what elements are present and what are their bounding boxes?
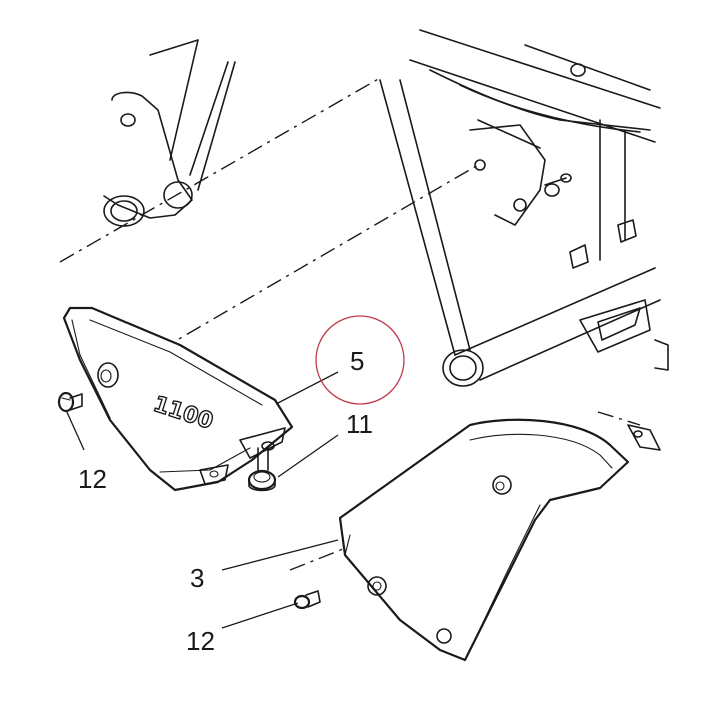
frame-assembly-right (379, 29, 669, 451)
callout-12-left: 12 (78, 464, 107, 494)
highlight-circle (315, 315, 405, 405)
side-cover-right-part-3 (338, 418, 630, 662)
stud-lower-2 (617, 219, 637, 243)
frame-tube-left (103, 39, 236, 227)
screw-part-12-bottom (293, 590, 321, 610)
leader-lines (65, 371, 339, 629)
connector-clip (627, 424, 661, 451)
callout-5: 5 (350, 346, 364, 376)
callout-12-bottom: 12 (186, 626, 215, 656)
callout-11: 11 (346, 409, 373, 439)
grommet-part-11 (247, 447, 277, 492)
stud-lower-1 (569, 244, 589, 269)
callout-3: 3 (190, 563, 204, 593)
stud-upper (544, 173, 572, 197)
screw-part-12-left (57, 391, 83, 413)
side-cover-left-part-5: 1100 (62, 306, 294, 492)
